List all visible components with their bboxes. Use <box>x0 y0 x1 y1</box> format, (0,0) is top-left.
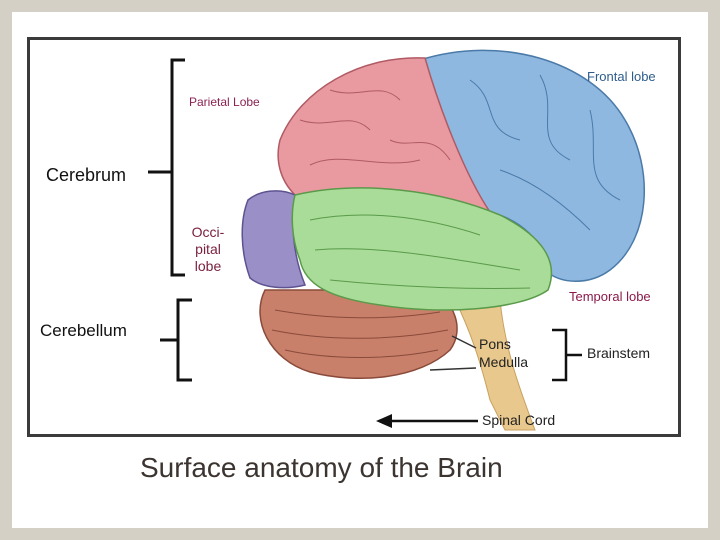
brainstem-shape <box>454 299 536 431</box>
spinal-cord-label: Spinal Cord <box>482 412 556 428</box>
cerebellum-bracket <box>160 298 192 382</box>
cerebellum-shape <box>259 289 458 380</box>
medulla-label: Medulla <box>479 354 529 370</box>
occipital-line-3: lobe <box>194 258 222 274</box>
brainstem-bracket <box>552 328 582 382</box>
parietal-lobe-label: Parietal Lobe <box>189 95 260 109</box>
medulla-pointer <box>429 367 477 371</box>
occipital-line-2: pital <box>195 241 221 257</box>
cerebellum-label: Cerebellum <box>40 321 127 340</box>
slide-caption: Surface anatomy of the Brain <box>140 452 503 483</box>
pons-pointer <box>451 335 477 349</box>
pons-label: Pons <box>479 336 511 352</box>
frontal-lobe-label: Frontal lobe <box>587 69 656 84</box>
cerebrum-bracket <box>148 58 185 277</box>
occipital-line-1: Occi- <box>191 224 225 240</box>
cerebrum-label: Cerebrum <box>46 165 127 185</box>
occipital-lobe-shape <box>241 190 307 289</box>
brainstem-label: Brainstem <box>587 345 651 361</box>
temporal-lobe-label: Temporal lobe <box>569 289 651 304</box>
pons-medulla-label: Pons Medulla <box>479 335 528 371</box>
occipital-lobe-label: Occi- pital lobe <box>188 224 228 275</box>
temporal-lobe-shape <box>291 187 553 311</box>
